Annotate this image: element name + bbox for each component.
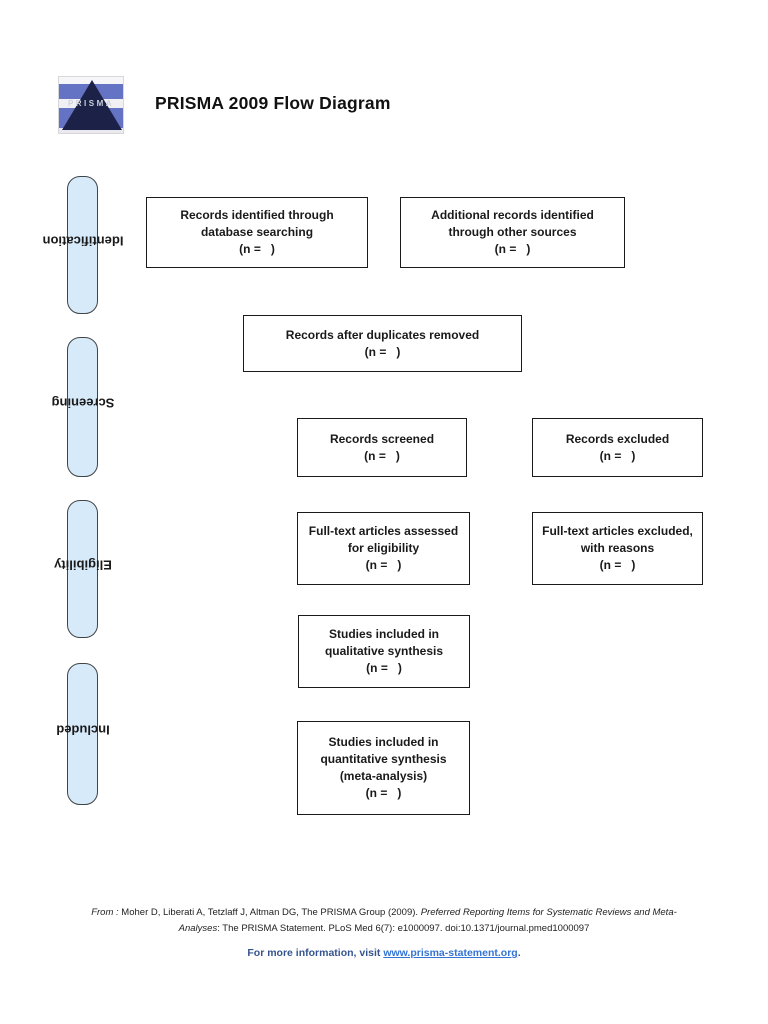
flow-box-records-screened: Records screened (n = )	[297, 418, 467, 477]
stage-bar-identification: Identification	[42, 176, 123, 314]
box-line: (n = )	[365, 558, 402, 572]
stage-label-eligibility: Eligibility	[53, 557, 112, 573]
citation-title-italic-2: Analyses	[178, 922, 218, 934]
logo-pyramid-icon	[62, 80, 122, 130]
flow-box-records-identified: Records identified through database sear…	[146, 197, 368, 268]
box-line: (n = )	[366, 661, 402, 675]
flow-box-fulltext-assessed: Full-text articles assessed for eligibil…	[297, 512, 470, 585]
more-info-period: .	[517, 947, 521, 959]
citation-journal: : The PRISMA Statement. PLoS Med 6(7): e…	[217, 922, 590, 934]
flow-box-duplicates-removed: Records after duplicates removed (n = )	[243, 315, 522, 372]
prisma-statement-link[interactable]: www.prisma-statement.org	[383, 947, 518, 959]
box-line: Studies included in	[328, 735, 439, 749]
flow-box-records-excluded: Records excluded (n = )	[532, 418, 703, 477]
box-line: Records screened	[329, 431, 435, 446]
logo-wordmark: PRISMA	[67, 99, 115, 108]
box-line: Full-text articles excluded,	[542, 524, 693, 538]
prisma-logo: PRISMA	[58, 76, 124, 134]
box-line: Records after duplicates removed	[285, 327, 480, 342]
box-line: Full-text articles assessed	[308, 524, 459, 538]
more-info-text: For more information, visit	[247, 947, 384, 959]
stage-label-identification: Identification	[42, 233, 123, 249]
flow-box-fulltext-excluded: Full-text articles excluded, with reason…	[532, 512, 703, 585]
more-info-line: For more information, visit www.prisma-s…	[0, 947, 768, 959]
citation: From : Moher D, Liberati A, Tetzlaff J, …	[34, 905, 734, 936]
flow-box-additional-records: Additional records identified through ot…	[400, 197, 625, 268]
box-line: for eligibility	[347, 541, 420, 555]
flow-box-quantitative-synthesis: Studies included in quantitative synthes…	[297, 721, 470, 815]
box-line: Studies included in	[328, 627, 439, 641]
box-line: through other sources	[448, 225, 577, 239]
box-line: (n = )	[365, 786, 402, 800]
citation-from-label: From :	[91, 907, 119, 918]
box-line: database searching	[200, 225, 314, 239]
box-line: Records identified through	[180, 208, 334, 222]
box-line: with reasons	[580, 541, 655, 555]
flow-box-qualitative-synthesis: Studies included in qualitative synthesi…	[298, 615, 470, 688]
box-line: (n = )	[599, 558, 636, 572]
citation-authors: Moher D, Liberati A, Tetzlaff J, Altman …	[118, 907, 421, 918]
page-title: PRISMA 2009 Flow Diagram	[155, 93, 391, 113]
box-line: quantitative synthesis	[320, 752, 447, 766]
box-line: (n = )	[364, 344, 401, 359]
box-line: (meta-analysis)	[339, 769, 428, 783]
box-line: qualitative synthesis	[324, 644, 444, 658]
citation-title-italic: Preferred Reporting Items for Systematic…	[420, 907, 677, 918]
box-line: Additional records identified	[431, 208, 594, 222]
box-line: Records excluded	[565, 431, 670, 446]
stage-label-screening: Screening	[51, 395, 114, 411]
box-line: (n = )	[494, 242, 531, 256]
box-line: (n = )	[599, 448, 636, 463]
box-line: (n = )	[364, 448, 400, 463]
box-line: (n = )	[239, 242, 275, 256]
stage-bar-included: Included	[56, 663, 109, 805]
stage-bar-screening: Screening	[51, 337, 114, 477]
stage-bar-eligibility: Eligibility	[54, 500, 111, 638]
stage-label-included: Included	[55, 722, 110, 738]
